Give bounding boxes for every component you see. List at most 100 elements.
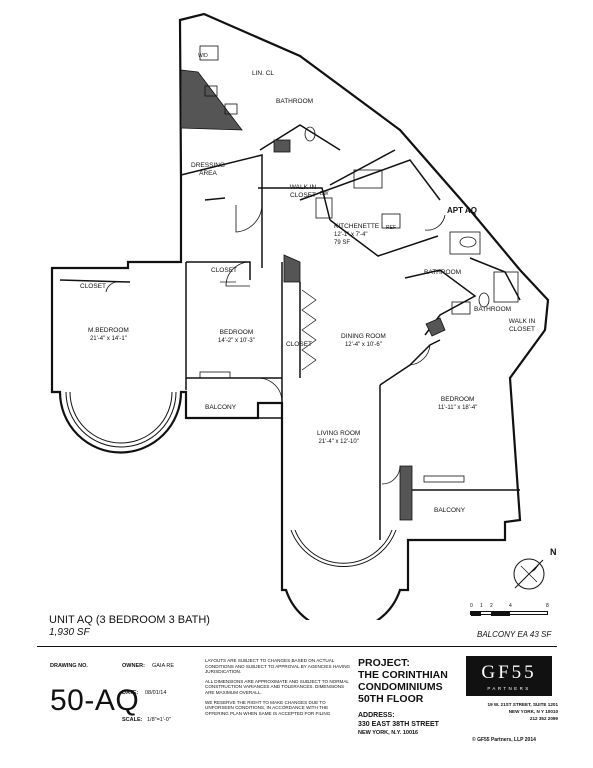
kitchenette-sf: 79 SF bbox=[334, 240, 351, 246]
balcony-left-label: BALCONY bbox=[205, 404, 237, 411]
bathtub-right bbox=[493, 271, 519, 303]
walk-in-closet-2-label: WALK IN CLOSET bbox=[508, 318, 536, 333]
balcony-right-label: BALCONY bbox=[434, 507, 466, 514]
closet-master-label: CLOSET bbox=[80, 283, 107, 290]
project-block: PROJECT: THE CORINTHIAN CONDOMINIUMS 50T… bbox=[358, 657, 448, 705]
wall-kitchen bbox=[299, 159, 441, 201]
door-swing-living bbox=[381, 465, 401, 485]
living-room-label: LIVING ROOM 21'-4" x 12'-10" bbox=[317, 430, 360, 446]
wall-block-wd bbox=[180, 69, 243, 131]
wall-block-dining bbox=[283, 254, 301, 283]
floor-plan-drawing bbox=[50, 12, 550, 633]
address-block: ADDRESS: 330 EAST 38TH STREET NEW YORK, … bbox=[358, 711, 439, 738]
firm-contact: 19 W. 21ST STREET, SUITE 1201 NEW YORK, … bbox=[466, 701, 558, 722]
disclaimer-notes: LAYOUTS ARE SUBJECT TO CHANGES BASED ON … bbox=[205, 658, 353, 720]
kitchenette-label: KITCHENETTE 12'-1" x 7'-4" 79 SF bbox=[334, 223, 379, 247]
bay-window-living-inner bbox=[294, 529, 393, 564]
bathroom-top-label: BATHROOM bbox=[276, 98, 314, 105]
closet-doors-dining bbox=[301, 289, 317, 371]
date-label: DATE: bbox=[122, 690, 139, 696]
bedroom-1-name: BEDROOM bbox=[219, 329, 254, 336]
scale-label: SCALE: bbox=[122, 717, 143, 723]
apt-label: APT AQ bbox=[447, 206, 477, 215]
wall-kitchen-top bbox=[329, 149, 396, 186]
scale-tick: 1 bbox=[480, 603, 483, 609]
project-name-1: THE CORINTHIAN bbox=[358, 669, 448, 681]
master-bedroom-dim: 21'-4" x 14'-1" bbox=[89, 336, 127, 342]
oven bbox=[315, 197, 333, 219]
door-swing-closet bbox=[105, 281, 119, 293]
dining-room-dim: 12'-4" x 10'-6" bbox=[344, 342, 382, 348]
balcony-area-note: BALCONY EA 43 SF bbox=[477, 630, 552, 639]
bedroom-2-label: BEDROOM 11'-11" x 18'-4" bbox=[438, 396, 477, 412]
floor-plan: W/D LIN. CL BATHROOM DRESSING AREA WALK … bbox=[50, 12, 557, 633]
north-letter: N bbox=[550, 547, 557, 557]
owner-label: OWNER: bbox=[122, 663, 145, 669]
refrigerator bbox=[381, 213, 401, 229]
scale-value: 1/8"=1'-0" bbox=[147, 717, 171, 723]
closet-bedroom-label: CLOSET bbox=[211, 267, 238, 274]
wall-block-living bbox=[399, 465, 413, 521]
copyright: © GF55 Partners, LLP 2014 bbox=[472, 737, 536, 743]
logo-subtext: PARTNERS bbox=[487, 686, 531, 691]
bedroom-1-dim: 14'-2" x 10'-3" bbox=[218, 338, 255, 344]
master-bedroom-name: M.BEDROOM bbox=[88, 327, 129, 334]
drawing-number: 50-AQ bbox=[50, 684, 140, 717]
outer-wall bbox=[50, 12, 550, 633]
bathroom-right-label: BATHROOM bbox=[474, 306, 512, 313]
address-line-1: 330 EAST 38TH STREET bbox=[358, 721, 439, 728]
dining-room-name: DINING ROOM bbox=[341, 333, 386, 340]
door-swing-bed2 bbox=[409, 344, 431, 366]
project-label: PROJECT: bbox=[358, 657, 410, 669]
unit-area: 1,930 SF bbox=[49, 627, 90, 638]
living-room-dim: 21'-4" x 12'-10" bbox=[318, 439, 359, 445]
radiator-bed bbox=[199, 371, 231, 379]
title-block-rule bbox=[37, 646, 557, 647]
bedroom-2-name: BEDROOM bbox=[440, 396, 475, 403]
scale-tick: 0 bbox=[470, 603, 473, 609]
wall-bath-right bbox=[469, 257, 521, 301]
walk-in-closet-label: WALK IN CLOSET bbox=[289, 184, 317, 199]
date-value: 08/01/14 bbox=[145, 690, 167, 696]
note-layouts: LAYOUTS ARE SUBJECT TO CHANGES BASED ON … bbox=[205, 658, 351, 675]
wall-bath-top bbox=[259, 124, 341, 151]
gf55-logo: GF55 PARTNERS bbox=[466, 656, 552, 696]
bedroom-1-label: BEDROOM 14'-2" x 10'-3" bbox=[218, 329, 255, 345]
door-swing-balcony bbox=[257, 377, 283, 403]
linen-closet-label: LIN. CL bbox=[252, 70, 275, 77]
cooktop bbox=[353, 169, 383, 189]
note-dimensions: ALL DIMENSIONS ARE APPROXIMATE AND SUBJE… bbox=[205, 678, 349, 695]
dining-room-label: DINING ROOM 12'-4" x 10'-6" bbox=[341, 333, 386, 349]
closet-dining-label: CLOSET bbox=[286, 341, 313, 348]
note-changes: WE RESERVE THE RIGHT TO MAKE CHANGES DUE… bbox=[205, 699, 331, 716]
wall-walkin bbox=[258, 187, 331, 221]
master-bedroom-label: M.BEDROOM 21'-4" x 14'-1" bbox=[88, 327, 129, 343]
kitchenette-dim: 12'-1" x 7'-4" bbox=[334, 232, 368, 238]
door-swing-bed bbox=[225, 261, 251, 287]
wall-kitchen-bottom bbox=[329, 219, 439, 257]
wall-dressing bbox=[180, 154, 263, 268]
firm-address: 19 W. 21ST STREET, SUITE 1201 bbox=[487, 702, 558, 707]
project-name-2: CONDOMINIUMS bbox=[358, 681, 443, 693]
bay-window-master bbox=[65, 391, 177, 448]
wd-label: W/D bbox=[198, 53, 208, 59]
wall-block-bath-right bbox=[425, 317, 446, 337]
unit-title: UNIT AQ (3 BEDROOM 3 BATH) bbox=[49, 614, 210, 626]
vanity-right bbox=[451, 301, 471, 315]
project-floor: 50TH FLOOR bbox=[358, 693, 424, 705]
scale-bar-graphic bbox=[470, 611, 548, 616]
door-swing-dressing bbox=[235, 204, 263, 233]
logo-text: GF55 bbox=[481, 662, 537, 683]
bathtub-mid bbox=[449, 231, 481, 255]
vanity-sink-2 bbox=[224, 103, 238, 115]
bay-window-living bbox=[290, 529, 397, 568]
owner-value: GAIA RE bbox=[152, 663, 175, 669]
scale-tick: 4 bbox=[509, 603, 512, 609]
bedroom-2-dim: 11'-11" x 18'-4" bbox=[438, 405, 478, 411]
wall-door-stub bbox=[204, 197, 226, 201]
scale-tick: 8 bbox=[546, 603, 549, 609]
dishwasher-label: DW bbox=[320, 191, 329, 197]
firm-city: NEW YORK, N Y 10010 bbox=[508, 709, 558, 714]
toilet-right bbox=[478, 292, 490, 308]
washer-dryer bbox=[199, 45, 219, 61]
